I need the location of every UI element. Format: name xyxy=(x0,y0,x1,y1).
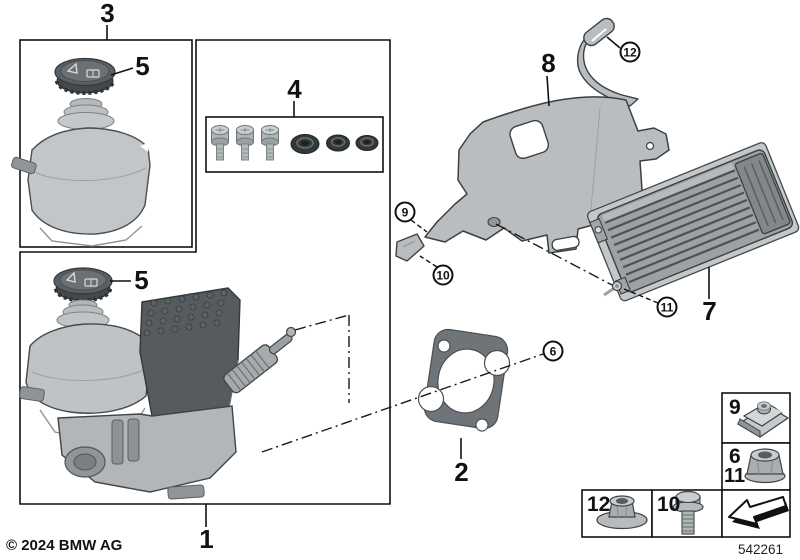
rubber-grommets-drawing xyxy=(290,134,379,154)
legend-label-10[interactable]: 10 xyxy=(657,493,681,516)
legend-label-9[interactable]: 9 xyxy=(729,396,741,419)
clip-nut-icon xyxy=(736,401,790,438)
mounting-screws-drawing xyxy=(211,125,279,161)
reservoir-cap-upper-drawing xyxy=(54,57,116,95)
callout-label-4[interactable]: 4 xyxy=(287,74,302,104)
callout-circle-10[interactable]: 10 xyxy=(432,264,454,286)
flange-nut-icon xyxy=(744,448,786,484)
box-part3 xyxy=(19,39,193,248)
callout-label-7[interactable]: 7 xyxy=(702,296,717,326)
callout-label-1[interactable]: 1 xyxy=(199,524,214,554)
hydraulic-unit-drawing xyxy=(19,287,297,500)
flange-bolt-icon xyxy=(672,490,704,535)
legend-label-11[interactable]: 11 xyxy=(724,465,746,487)
screw-icon xyxy=(261,125,279,161)
dashed-leader-lines xyxy=(410,219,659,304)
control-module-drawing xyxy=(586,142,800,302)
washer-nut-icon xyxy=(596,495,648,530)
callout-label-2[interactable]: 2 xyxy=(454,457,469,487)
reservoir-cap-lower-drawing xyxy=(53,267,113,303)
screw-icon xyxy=(211,125,229,161)
callout-circle-9[interactable]: 9 xyxy=(394,201,416,223)
copyright-notice: © 2024 BMW AG xyxy=(6,537,123,554)
center-lines xyxy=(261,223,613,453)
callout-label-5-upper[interactable]: 5 xyxy=(135,51,150,81)
callout-label-8[interactable]: 8 xyxy=(541,48,556,78)
callout-circle-6[interactable]: 6 xyxy=(542,340,564,362)
gasket-drawing xyxy=(417,328,511,432)
expansion-tank-drawing xyxy=(11,98,151,247)
callout-label-3[interactable]: 3 xyxy=(100,0,115,28)
callout-label-5-lower[interactable]: 5 xyxy=(134,265,149,295)
screw-icon xyxy=(236,125,254,161)
box-part1-part4 xyxy=(19,39,391,505)
master-cylinder-bellows xyxy=(223,333,293,394)
bolt-11-drawing xyxy=(603,280,623,297)
direction-arrow-icon xyxy=(728,496,789,529)
grommet-icon xyxy=(355,135,379,151)
leader-lines xyxy=(106,25,710,527)
diagram-number: 542261 xyxy=(738,542,784,557)
pump-block-pins xyxy=(143,289,228,337)
grommet-icon xyxy=(290,134,320,154)
grommet-icon xyxy=(326,134,350,152)
callout-circle-11[interactable]: 11 xyxy=(656,296,678,318)
callout-circle-12[interactable]: 12 xyxy=(619,41,641,63)
legend-label-6[interactable]: 6 xyxy=(729,445,741,468)
legend-label-12[interactable]: 12 xyxy=(587,493,611,516)
